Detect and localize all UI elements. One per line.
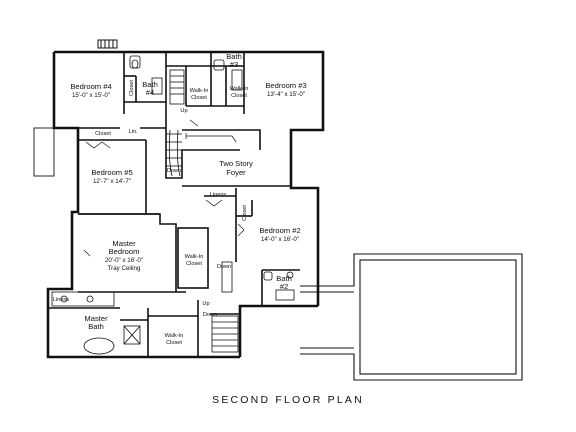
master-bedroom-line4: Tray Ceiling (108, 265, 141, 272)
fixtures (51, 55, 295, 355)
master-bedroom-line3: 20'-0" x 16'-0" (105, 257, 143, 264)
plan-caption: SECOND FLOOR PLAN (212, 394, 364, 406)
bay-window (33, 127, 55, 177)
chimney (97, 39, 118, 49)
stair-up-top: Up (180, 108, 187, 114)
stair-down-mid: Down (217, 264, 231, 270)
room-labels: Bedroom #4 15'-0" x 15'-0" Bath #4 Close… (53, 52, 307, 346)
bath3-line2: #3 (230, 60, 238, 69)
bath4-line1: Bath (142, 80, 158, 89)
closet-b2-label: Closet (242, 205, 248, 221)
stair-down-top: Down (167, 168, 181, 174)
bath2-line2: #2 (280, 282, 288, 291)
closet-doors (83, 119, 245, 257)
master-bath-line1: Master (84, 314, 108, 323)
stairs (166, 69, 239, 353)
closet-b4-label: Closet (129, 80, 135, 96)
garage-roof (300, 253, 523, 381)
walkin-bath-line2: Closet (166, 340, 182, 346)
stair-labels: Up Down Down Up Down (167, 108, 231, 318)
walkin-b4-line2: Closet (191, 95, 207, 101)
bedroom5-name: Bedroom #5 (91, 168, 132, 177)
interior-walls (48, 52, 300, 357)
walkin-b4-line1: Walk-In (190, 88, 209, 94)
bath4-line2: #4 (146, 88, 154, 97)
stair-down-bottom: Down (203, 312, 217, 318)
walkin-b3-line2: Closet (231, 93, 247, 99)
walkin-b3-line1: Walk-In (230, 86, 249, 92)
bath2-line1: Bath (276, 274, 292, 283)
linens-hall-label: Linens (210, 192, 227, 198)
master-bath-line2: Bath (88, 322, 104, 331)
closet-b5-label: Closet (95, 131, 111, 137)
walkin-bath-line1: Walk-In (165, 333, 184, 339)
stair-up-bottom: Up (202, 301, 209, 307)
railing (185, 133, 237, 143)
bedroom3-dims: 13'-4" x 15'-0" (267, 91, 305, 98)
walkin-master-line1: Walk-In (185, 254, 204, 260)
linens-master-label: Linens (53, 297, 70, 303)
walkin-master-line2: Closet (186, 261, 202, 267)
linen-top-label: Lin. (128, 129, 137, 135)
bedroom3-name: Bedroom #3 (265, 81, 306, 90)
foyer-line2: Foyer (226, 168, 246, 177)
foyer-line1: Two Story (219, 159, 253, 168)
bath3-line1: Bath (226, 52, 242, 61)
master-bedroom-line2: Bedroom (109, 247, 140, 256)
bedroom4-name: Bedroom #4 (70, 82, 111, 91)
master-bedroom-line1: Master (112, 239, 136, 248)
bedroom5-dims: 12'-7" x 14'-7" (93, 178, 131, 185)
bedroom2-dims: 14'-0" x 16'-0" (261, 236, 299, 243)
bedroom2-name: Bedroom #2 (259, 226, 300, 235)
bedroom4-dims: 15'-0" x 15'-0" (72, 92, 110, 99)
